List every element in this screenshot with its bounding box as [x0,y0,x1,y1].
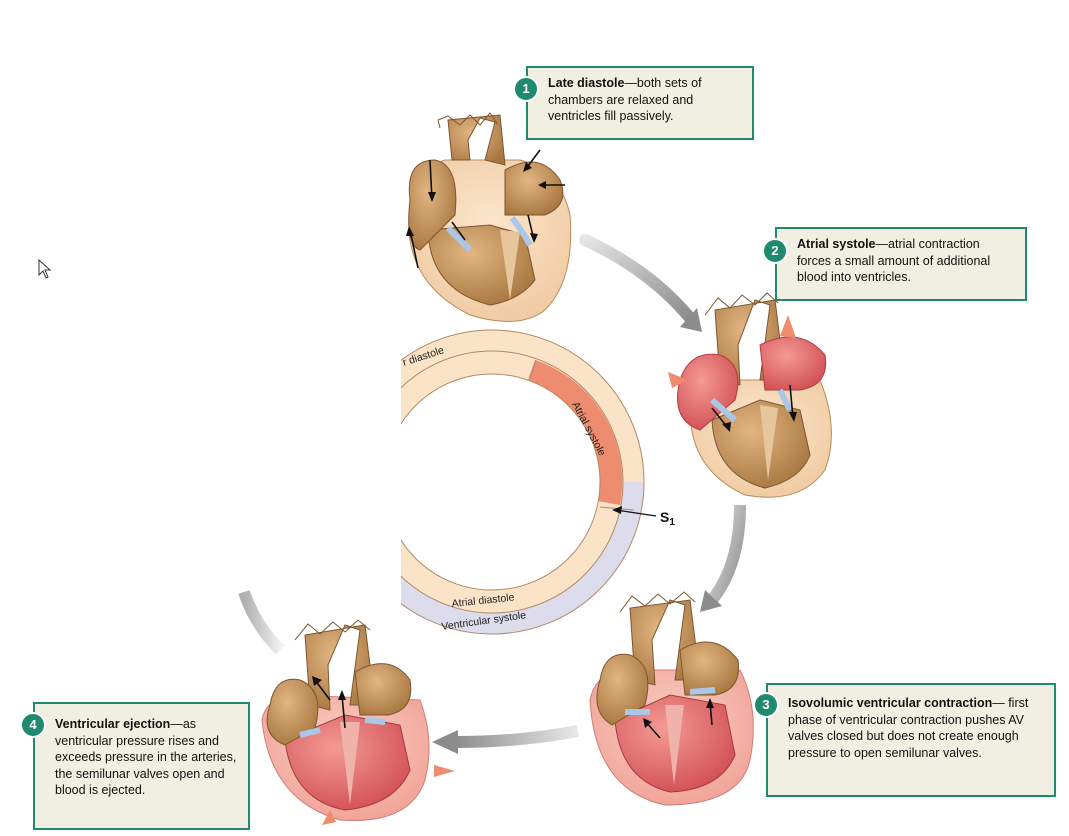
step-3-number: 3 [753,692,779,718]
step-1-callout: Late diastole—both sets of chambers are … [526,66,754,140]
step-4-number: 4 [20,712,46,738]
cycle-arrows [238,234,746,754]
heart-isovolumic-contraction [589,591,754,806]
heart-late-diastole [406,112,572,322]
step-1-title: Late diastole [548,76,625,90]
heart-ventricular-ejection [261,619,455,825]
step-2-title: Atrial systole [797,237,876,251]
step-4-title: Ventricular ejection [55,717,171,731]
mouse-pointer-icon [38,259,52,279]
step-4-callout: Ventricular ejection—as ventricular pres… [33,702,250,830]
s1-label: S1 [660,509,675,528]
step-2-text: —atrial contraction forces a small amoun… [797,237,991,284]
step-1-text: —both sets of chambers are relaxed and v… [548,76,702,123]
step-2-callout: Atrial systole—atrial contraction forces… [775,227,1027,301]
step-3-text: — first phase of ventricular contraction… [788,696,1029,760]
cycle-ring [401,329,645,635]
step-2-number: 2 [762,238,788,264]
step-3-callout: Isovolumic ventricular contraction— firs… [766,683,1056,797]
step-1-number: 1 [513,76,539,102]
step-3-title: Isovolumic ventricular contraction [788,696,993,710]
s1-marker: S1 [612,506,675,528]
step-4-text: —as ventricular pressure rises and excee… [55,717,237,797]
heart-atrial-systole [668,292,832,498]
